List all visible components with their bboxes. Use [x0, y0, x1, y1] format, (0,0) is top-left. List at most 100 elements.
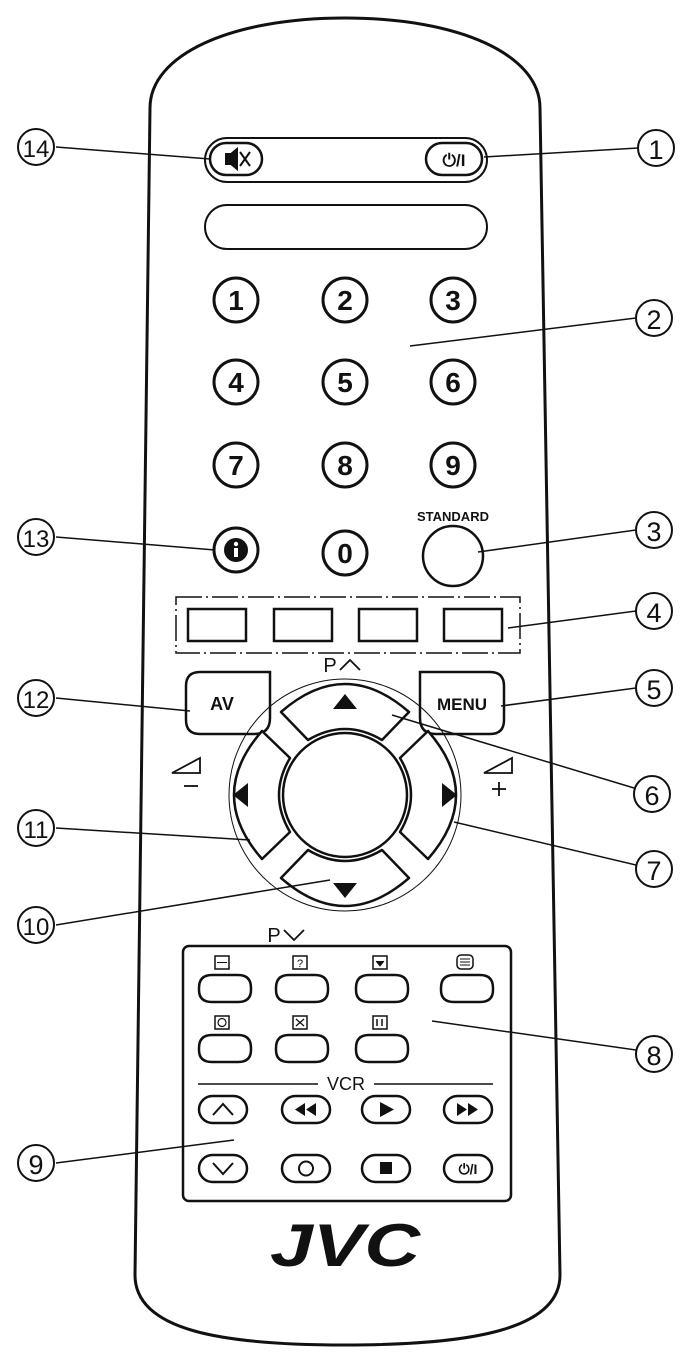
- teletext-reveal-button[interactable]: [274, 973, 330, 1004]
- vcr-power-button[interactable]: ⏻/I: [442, 1153, 494, 1184]
- color-button-yellow[interactable]: [357, 607, 419, 643]
- dpad-up-button[interactable]: [279, 682, 411, 742]
- color-button-blue[interactable]: [442, 607, 504, 643]
- teletext-mode-icon: [456, 954, 474, 970]
- color-button-group-frame: [175, 596, 521, 654]
- leader-line-6: [391, 714, 635, 789]
- leader-line-11: [55, 827, 251, 841]
- key-label: 2: [337, 285, 353, 316]
- color-button-green[interactable]: [272, 607, 334, 643]
- teletext-row-1: ?: [197, 954, 495, 1004]
- triangle-down-icon: [333, 883, 357, 898]
- key-7[interactable]: 7: [212, 441, 260, 489]
- play-icon: [380, 1102, 394, 1117]
- dpad-center-button[interactable]: [281, 731, 409, 859]
- triangle-right-icon: [442, 783, 457, 807]
- teletext-reveal-icon: [292, 955, 308, 970]
- menu-button-label: MENU: [437, 695, 487, 714]
- teletext-size-button[interactable]: [197, 973, 253, 1004]
- triangle-up-icon: [333, 694, 357, 709]
- volume-up-icon: [483, 756, 513, 796]
- key-label: 8: [337, 450, 353, 481]
- leader-line-13: [55, 536, 216, 551]
- mute-icon: [225, 146, 251, 172]
- record-icon: [298, 1160, 314, 1177]
- key-8[interactable]: 8: [321, 441, 369, 489]
- chevron-up-icon: [212, 1102, 234, 1116]
- menu-button[interactable]: MENU: [418, 670, 506, 736]
- key-label: 0: [337, 538, 353, 569]
- vcr-record-button[interactable]: [280, 1153, 332, 1184]
- key-2[interactable]: 2: [321, 276, 369, 324]
- power-button[interactable]: ⏻/I: [424, 141, 484, 177]
- vcr-rewind-button[interactable]: [280, 1094, 332, 1125]
- callout-8: 8: [635, 1035, 673, 1073]
- vcr-stop-button[interactable]: [360, 1153, 412, 1184]
- key-label: 4: [228, 367, 244, 398]
- vcr-channel-up-button[interactable]: [197, 1094, 249, 1125]
- callout-number: 10: [23, 914, 50, 941]
- chevron-down-icon: [212, 1162, 234, 1176]
- vcr-play-button[interactable]: [360, 1094, 412, 1125]
- teletext-cancel-icon: [292, 1015, 308, 1030]
- color-button-red[interactable]: [186, 607, 248, 643]
- callout-13: 13: [17, 518, 55, 556]
- callout-9: 9: [17, 1144, 55, 1182]
- teletext-cancel-button[interactable]: [274, 1033, 330, 1064]
- teletext-hold-button[interactable]: [197, 1033, 253, 1064]
- vcr-label: VCR: [327, 1074, 365, 1094]
- leader-line-1: [483, 147, 639, 158]
- vcr-fast-forward-button[interactable]: [442, 1094, 494, 1125]
- callout-12: 12: [17, 679, 55, 717]
- standard-label: STANDARD: [417, 509, 489, 524]
- key-4[interactable]: 4: [212, 358, 260, 406]
- standard-button[interactable]: [421, 524, 485, 588]
- callout-number: 1: [648, 135, 663, 165]
- key-1[interactable]: 1: [212, 276, 260, 324]
- teletext-subpage-button[interactable]: [354, 1033, 410, 1064]
- callout-4: 4: [635, 592, 673, 630]
- dpad-right-button[interactable]: [398, 729, 458, 861]
- chevron-up-icon: [339, 658, 361, 671]
- dpad-down-button[interactable]: [279, 848, 411, 908]
- callout-1: 1: [637, 129, 675, 167]
- program-down-label: P: [267, 925, 280, 947]
- dpad-left-button[interactable]: [232, 729, 292, 861]
- callout-number: 6: [644, 781, 659, 811]
- av-button[interactable]: AV: [184, 670, 272, 736]
- callout-number: 4: [646, 598, 661, 628]
- triangle-left-icon: [233, 783, 248, 807]
- leader-line-7: [453, 821, 637, 866]
- info-button[interactable]: [212, 526, 260, 574]
- top-button-band: [204, 137, 488, 183]
- number-keypad: 1 2 3 4 5 6 7 8 9: [212, 276, 477, 489]
- program-up-label: P: [323, 655, 336, 677]
- display-window: [204, 204, 488, 250]
- callout-7: 7: [635, 850, 673, 888]
- fast-forward-icon: [457, 1103, 478, 1116]
- key-0[interactable]: 0: [321, 529, 369, 577]
- vcr-channel-down-button[interactable]: [197, 1153, 249, 1184]
- teletext-index-icon: [372, 955, 388, 970]
- key-5[interactable]: 5: [321, 358, 369, 406]
- vcr-power-label: ⏻/I: [459, 1161, 478, 1177]
- teletext-size-icon: [214, 955, 230, 970]
- teletext-mode-button[interactable]: [439, 973, 495, 1004]
- key-6[interactable]: 6: [429, 358, 477, 406]
- callout-14: 14: [17, 128, 55, 166]
- key-3[interactable]: 3: [429, 276, 477, 324]
- leader-line-9: [55, 1139, 235, 1164]
- stop-icon: [380, 1162, 392, 1174]
- callout-number: 7: [646, 856, 661, 886]
- leader-lines: [55, 146, 639, 1164]
- callout-number: 3: [646, 517, 661, 547]
- key-label: 1: [228, 285, 244, 316]
- key-9[interactable]: 9: [429, 441, 477, 489]
- brand-logo: JVC: [270, 1212, 422, 1279]
- rewind-icon: [295, 1103, 316, 1116]
- teletext-index-button[interactable]: [354, 973, 410, 1004]
- key-label: 5: [337, 367, 353, 398]
- mute-button[interactable]: [208, 141, 264, 177]
- leader-line-4: [507, 610, 637, 629]
- info-icon-dot: [233, 541, 239, 547]
